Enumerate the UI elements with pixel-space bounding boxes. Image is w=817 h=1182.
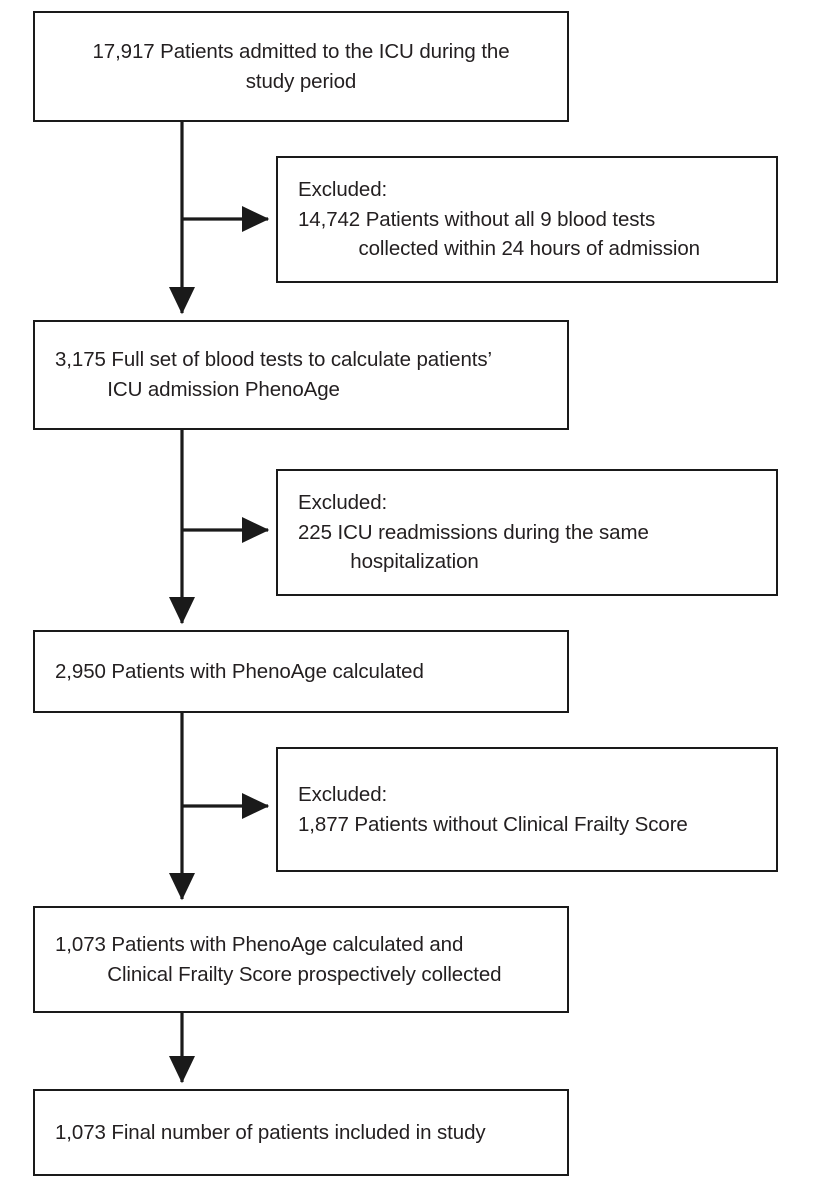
node-full-blood-tests-text: 3,175 Full set of blood tests to calcula… <box>35 345 567 404</box>
node-excluded-1-text: Excluded: 14,742 Patients without all 9 b… <box>278 175 776 264</box>
node-excluded-2-line2: hospitalization <box>350 550 479 574</box>
node-excluded-2: Excluded: 225 ICU readmissions during the… <box>276 469 778 596</box>
node-phenoage-calculated-text: 2,950 Patients with PhenoAge calculated <box>55 659 424 683</box>
node-excluded-1: Excluded: 14,742 Patients without all 9 b… <box>276 156 778 283</box>
node-excluded-2-text: Excluded: 225 ICU readmissions during the… <box>278 488 776 577</box>
node-excluded-3-heading: Excluded: <box>298 782 388 806</box>
node-excluded-1-heading: Excluded: <box>298 177 388 201</box>
node-phenoage-and-cfs-line1: 1,073 Patients with PhenoAge calculated … <box>55 932 464 956</box>
node-full-blood-tests-line2: ICU admission PhenoAge <box>107 378 340 401</box>
node-phenoage-and-cfs: 1,073 Patients with PhenoAge calculated … <box>33 906 569 1013</box>
node-excluded-2-line1: 225 ICU readmissions during the same <box>298 520 649 544</box>
node-enrollment: 17,917 Patients admitted to the ICU duri… <box>33 11 569 122</box>
node-final-included: 1,073 Final number of patients included … <box>33 1089 569 1176</box>
node-excluded-3: Excluded: 1,877 Patients without Clinical… <box>276 747 778 872</box>
node-phenoage-and-cfs-text: 1,073 Patients with PhenoAge calculated … <box>35 930 567 989</box>
node-excluded-1-line2: collected within 24 hours of admission <box>358 237 700 261</box>
node-enrollment-line2: study period <box>245 69 357 93</box>
node-enrollment-text: 17,917 Patients admitted to the ICU duri… <box>35 37 567 96</box>
node-excluded-3-text: Excluded: 1,877 Patients without Clinical… <box>278 780 776 839</box>
node-enrollment-line1: 17,917 Patients admitted to the ICU duri… <box>92 39 510 63</box>
node-phenoage-and-cfs-line2: Clinical Frailty Score prospectively col… <box>107 962 502 986</box>
node-final-included-text: 1,073 Final number of patients included … <box>55 1120 486 1144</box>
node-full-blood-tests: 3,175 Full set of blood tests to calcula… <box>33 320 569 430</box>
node-excluded-3-line1: 1,877 Patients without Clinical Frailty … <box>298 812 688 836</box>
node-excluded-2-heading: Excluded: <box>298 490 388 514</box>
node-phenoage-calculated: 2,950 Patients with PhenoAge calculated <box>33 630 569 713</box>
node-excluded-1-line1: 14,742 Patients without all 9 blood test… <box>298 207 656 231</box>
node-full-blood-tests-line1: 3,175 Full set of blood tests to calcula… <box>55 348 492 372</box>
